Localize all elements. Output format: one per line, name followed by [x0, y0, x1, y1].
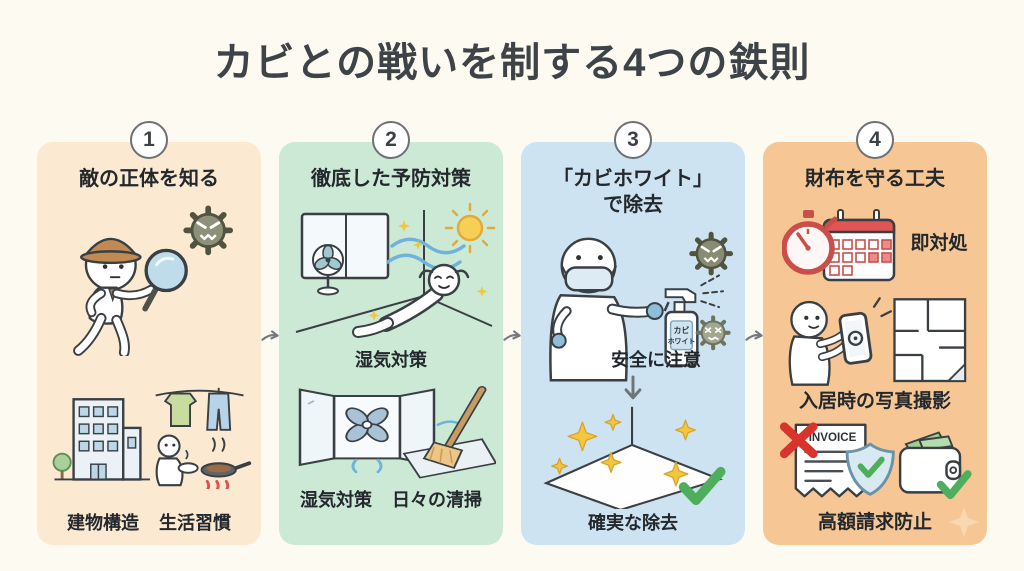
gold-sparkle-icon	[551, 413, 696, 487]
relaxing-person-icon	[352, 263, 470, 338]
sun-icon	[444, 202, 496, 254]
label-movein-photos: 入居時の写真撮影	[798, 390, 951, 412]
bottle-label-line2: ホワイト	[668, 338, 696, 346]
label-lifestyle-habits: 生活習慣	[159, 513, 231, 534]
window-broom-illustration	[298, 385, 496, 479]
magnifier-icon	[142, 248, 188, 312]
step-4-column: 4 財布を守る工夫	[763, 121, 987, 545]
down-arrow-icon	[624, 375, 642, 400]
step-2-badge: 2	[372, 121, 410, 159]
face-mask-icon	[564, 266, 614, 292]
detective-icon	[73, 237, 188, 357]
smartphone-icon	[838, 311, 873, 365]
window-fan-icon	[300, 212, 390, 296]
frying-pan-icon	[200, 437, 252, 490]
panel-protect-wallet: 財布を守る工夫	[763, 142, 987, 545]
right-arrow-icon	[261, 330, 279, 341]
panel-3-title-line2: で除去	[603, 194, 663, 216]
mold-germ-icon	[183, 205, 234, 256]
label-humidity-measures-main: 湿気対策	[355, 350, 427, 370]
timer-calendar-illustration	[782, 209, 896, 282]
causes-icons-illustration	[52, 388, 252, 490]
x-mark-icon	[779, 422, 818, 459]
right-arrow-icon	[745, 330, 763, 341]
panel-know-enemy: 敵の正体を知る	[37, 142, 261, 545]
laundry-icon	[155, 388, 244, 432]
wallet-icon	[898, 431, 972, 500]
weak-mold-germ-icon	[695, 315, 731, 351]
step-4-badge: 4	[856, 121, 894, 159]
building-icon	[52, 398, 150, 482]
cooking-person-icon	[155, 434, 252, 490]
clean-floor-illustration	[543, 406, 726, 510]
spray-bottle-icon: カビ ホワイト	[663, 288, 699, 367]
spray-mist-icon	[700, 274, 725, 309]
billing-protection-illustration: INVOICE	[779, 422, 972, 500]
panel-2-title: 徹底した予防対策	[311, 168, 471, 190]
broom-icon	[402, 385, 496, 479]
page-title: カビとの戦いを制する4つの鉄則	[213, 41, 811, 85]
label-immediate-action: 即対処	[910, 232, 968, 254]
invoice-text: INVOICE	[808, 433, 856, 445]
floor-plan-icon	[893, 298, 967, 383]
step-1-column: 1 敵の正体を知る	[37, 121, 261, 545]
panel-3-title-line1: 「カビホワイト」	[553, 168, 713, 190]
corner-sparkle-icon	[949, 507, 979, 537]
photographing-person-icon	[788, 297, 892, 386]
sparkle-icon	[368, 220, 488, 321]
label-prevent-overbilling: 高額請求防止	[817, 512, 932, 534]
step-3-badge: 3	[614, 121, 652, 159]
panel-removal: 「カビホワイト」 で除去	[521, 142, 745, 545]
label-humidity-measures: 湿気対策	[300, 489, 372, 510]
panel-prevention: 徹底した予防対策	[279, 142, 503, 545]
shield-check-icon	[845, 443, 895, 497]
right-arrow-icon	[503, 330, 521, 341]
arrow-2-3	[503, 325, 521, 349]
step-2-column: 2 徹底した予防対策	[279, 121, 503, 545]
checkmark-icon	[936, 470, 972, 500]
panel-1-title: 敵の正体を知る	[79, 168, 219, 190]
label-safety-caution: 安全に注意	[611, 350, 701, 371]
arrow-3-4	[745, 325, 763, 349]
open-window-fan-icon	[298, 387, 464, 473]
stopwatch-icon	[782, 210, 838, 275]
mold-germ-icon	[689, 231, 734, 276]
photo-documentation-illustration	[788, 297, 967, 386]
label-building-structure: 建物構造	[67, 513, 139, 534]
bottle-label-line1: カビ	[674, 325, 690, 335]
step-1-badge: 1	[130, 121, 168, 159]
spraying-scene-illustration: カビ ホワイト	[549, 231, 734, 382]
panel-3-title: 「カビホワイト」 で除去	[553, 166, 713, 218]
step-3-column: 3 「カビホワイト」 で除去	[521, 121, 745, 545]
label-reliable-removal: 確実な除去	[588, 513, 678, 534]
ventilation-scene-illustration	[295, 202, 496, 338]
detective-scene-illustration	[73, 205, 234, 357]
label-daily-cleaning: 日々の清掃	[392, 489, 482, 510]
panel-4-title: 財布を守る工夫	[805, 168, 945, 190]
arrow-1-2	[261, 325, 279, 349]
protected-person-icon	[549, 237, 664, 382]
glove-icon	[550, 332, 567, 349]
glove-icon	[645, 302, 664, 320]
panels-row: 1 敵の正体を知る	[37, 121, 987, 545]
checkmark-icon	[678, 466, 726, 505]
